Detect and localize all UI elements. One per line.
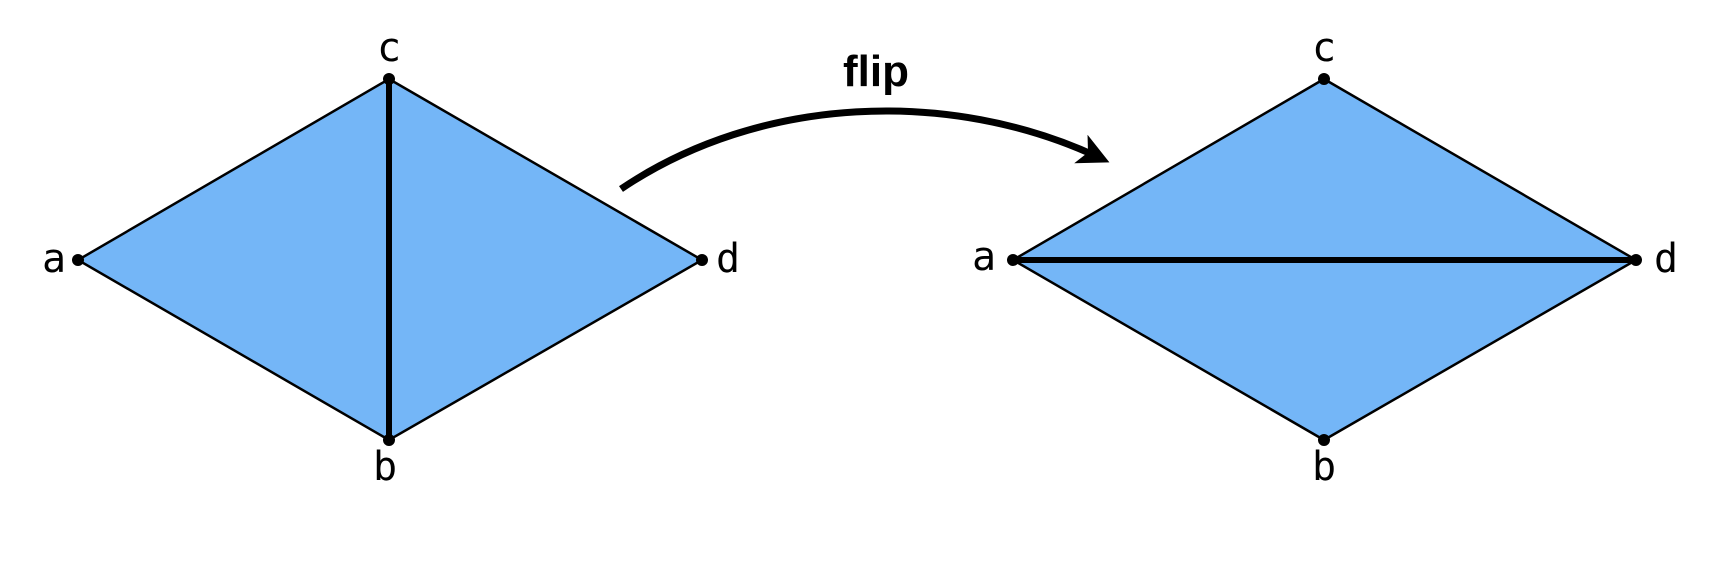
- after-flip-diamond: a c d b: [972, 25, 1678, 490]
- vertex-c-dot: [1318, 73, 1330, 85]
- vertex-b-label: b: [1312, 444, 1336, 490]
- flip-arrow: flip: [619, 47, 1110, 192]
- vertex-d-label: d: [1654, 236, 1678, 282]
- lower-triangle-adb: [1008, 258, 1641, 442]
- left-triangle-acb: [75, 76, 391, 443]
- vertex-b-label: b: [373, 444, 397, 490]
- right-triangle-cdb: [387, 76, 705, 443]
- vertex-a-label: a: [42, 236, 66, 282]
- vertex-c-label: c: [377, 25, 401, 71]
- upper-triangle-acd: [1008, 77, 1641, 262]
- vertex-a-dot: [1007, 254, 1019, 266]
- vertex-a-dot: [72, 254, 84, 266]
- vertex-d-dot: [696, 254, 708, 266]
- vertex-d-dot: [1630, 254, 1642, 266]
- vertex-b-dot: [383, 434, 395, 446]
- vertex-c-label: c: [1312, 25, 1336, 71]
- flip-label: flip: [843, 47, 909, 96]
- vertex-b-dot: [1318, 434, 1330, 446]
- flip-arrow-curve: [619, 107, 1110, 192]
- vertex-d-label: d: [716, 236, 740, 282]
- vertex-a-label: a: [972, 234, 996, 280]
- vertex-c-dot: [383, 73, 395, 85]
- before-flip-diamond: a c d b: [42, 25, 740, 490]
